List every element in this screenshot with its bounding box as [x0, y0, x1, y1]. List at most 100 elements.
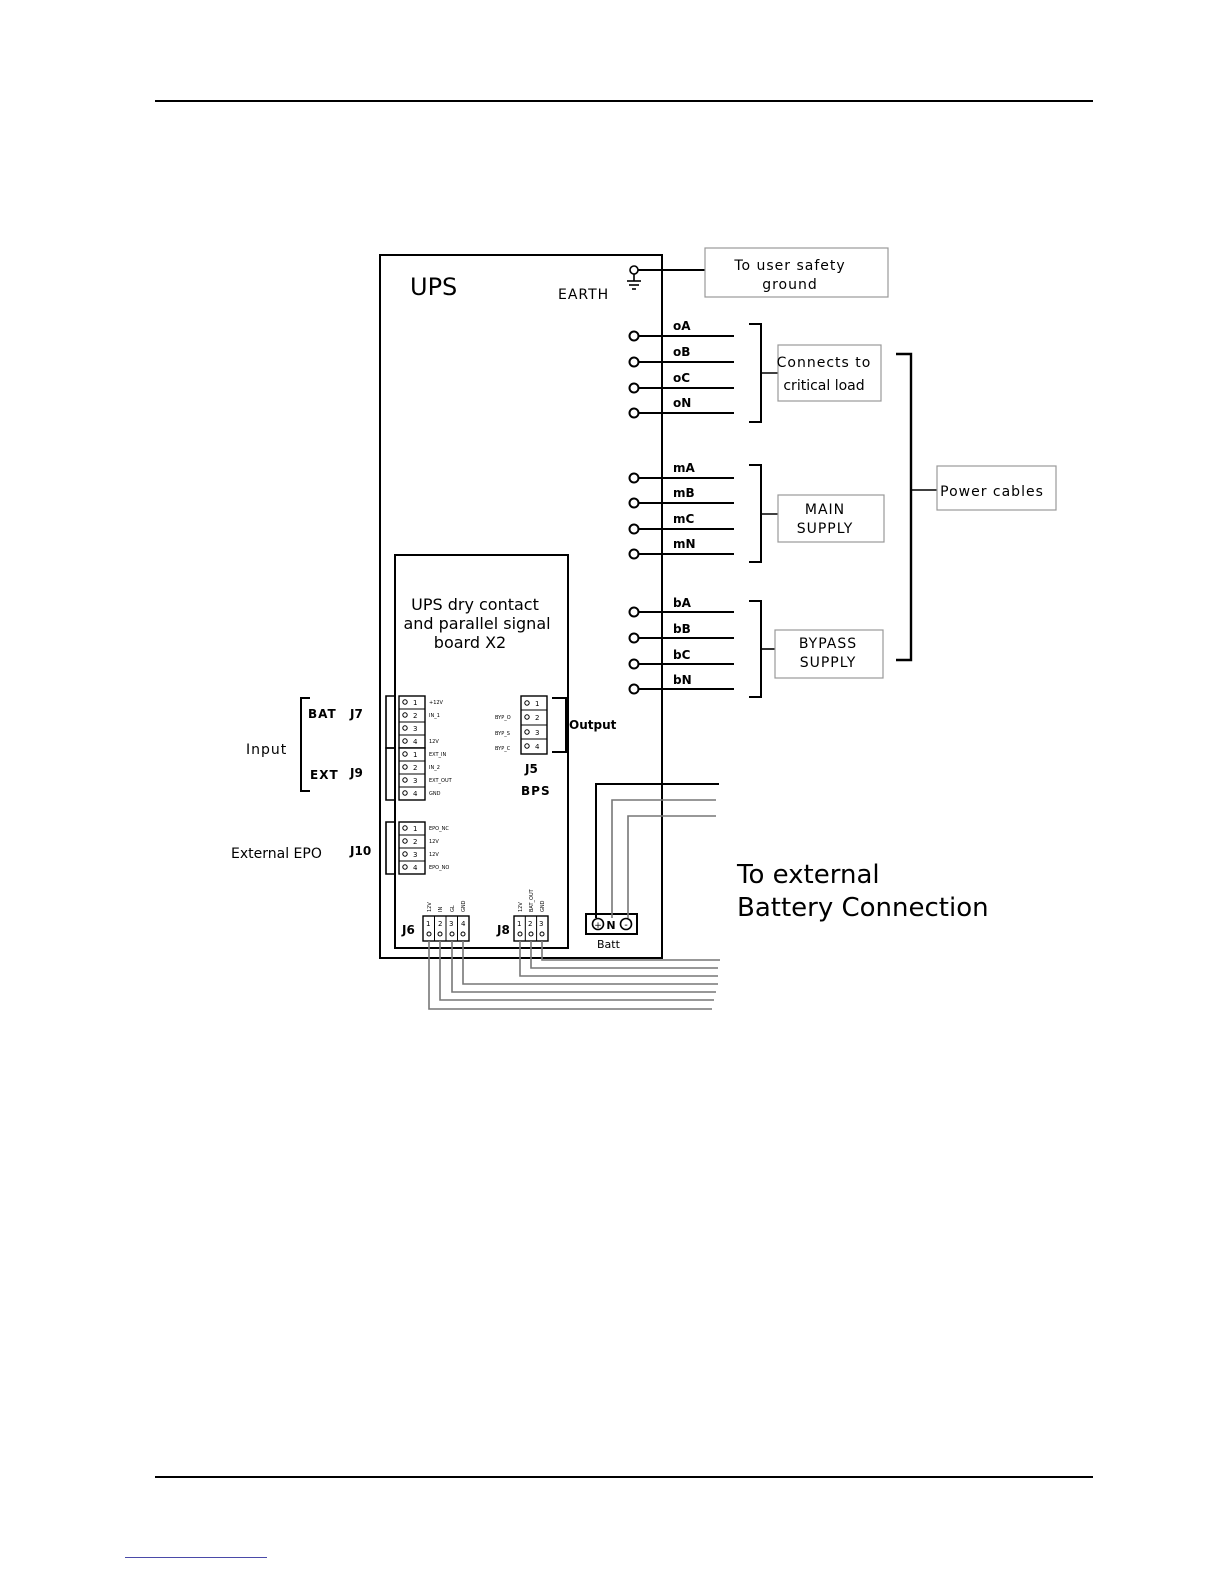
j10-pin3-label: 12V	[429, 852, 439, 858]
earth-label: EARTH	[558, 287, 609, 303]
svg-text:4: 4	[413, 790, 418, 798]
main-supply-line2: SUPPLY	[797, 521, 854, 537]
j5-bracket	[552, 697, 567, 753]
svg-text:3: 3	[539, 920, 543, 928]
power-cables-box	[936, 465, 1057, 511]
ups-cabinet	[379, 254, 663, 959]
terminal-label-bB: bB	[673, 622, 691, 636]
terminal-bC: bC	[628, 648, 734, 670]
terminal-label-mA: mA	[673, 461, 696, 475]
terminal-mB: mB	[628, 486, 734, 509]
batt-terminal-plus: +	[594, 921, 602, 931]
svg-text:2: 2	[528, 920, 532, 928]
terminal-label-mB: mB	[673, 486, 695, 500]
svg-text:1: 1	[535, 700, 539, 708]
j7-pin2-label: IN_1	[429, 713, 440, 719]
output-label: Output	[569, 718, 617, 732]
battery-terminal-block: + N -	[585, 913, 638, 935]
terminal-oA: oA	[628, 319, 734, 342]
j7-pin4-label: 12V	[429, 739, 439, 745]
board-title-line3: board X2	[434, 633, 506, 652]
svg-text:3: 3	[535, 729, 539, 737]
connector-j9: 1 2 3 4 EXT_IN IN_2 EXT_OUT GND	[398, 747, 453, 801]
main-supply-line1: MAIN	[805, 502, 845, 518]
input-label: Input	[246, 742, 287, 758]
svg-text:2: 2	[413, 712, 417, 720]
terminal-label-oC: oC	[673, 371, 690, 385]
svg-text:1: 1	[517, 920, 521, 928]
j5-pin1-label: BYP_O	[495, 715, 511, 721]
svg-text:1: 1	[413, 751, 417, 759]
signal-board	[394, 554, 569, 949]
svg-text:1: 1	[413, 699, 417, 707]
svg-text:4: 4	[461, 920, 466, 928]
j6-pin3-label: GL	[450, 905, 456, 912]
terminal-label-mC: mC	[673, 512, 695, 526]
svg-text:3: 3	[413, 851, 417, 859]
j10-connector-label: J10	[349, 844, 371, 858]
connector-j5: 1 2 3 4 BYP_O BYP_S BYP_C	[495, 695, 548, 755]
main-supply-box	[777, 494, 885, 543]
svg-text:1: 1	[426, 920, 430, 928]
j6-pin1-label: 12V	[427, 902, 433, 912]
terminal-label-bC: bC	[673, 648, 691, 662]
j10-pin4-label: EPO_NO	[429, 865, 449, 871]
svg-text:4: 4	[413, 738, 418, 746]
svg-text:2: 2	[413, 764, 417, 772]
j8-pin1-label: 12V	[518, 902, 524, 912]
terminal-mN: mN	[628, 537, 734, 560]
j10-bracket	[385, 821, 394, 875]
critical-load-box	[777, 344, 882, 402]
ups-title: UPS	[410, 273, 457, 301]
terminal-mA: mA	[628, 461, 734, 484]
connector-j6: 1 2 3 4 12V IN GL GND	[422, 900, 470, 942]
terminal-label-oB: oB	[673, 345, 690, 359]
svg-text:2: 2	[413, 838, 417, 846]
terminal-label-bA: bA	[673, 596, 692, 610]
power-cables-bracket	[896, 352, 913, 662]
footer-link-underline	[125, 1557, 267, 1558]
footer-rule	[155, 1476, 1093, 1478]
terminal-bN: bN	[628, 673, 734, 695]
j9-pin4-label: GND	[429, 791, 441, 797]
batt-label: Batt	[597, 938, 621, 951]
j6-pin2-label: IN	[438, 907, 444, 912]
svg-text:2: 2	[535, 714, 539, 722]
j7-connector-label: J7	[349, 707, 363, 721]
terminal-label-oN: oN	[673, 396, 691, 410]
terminal-oN: oN	[628, 396, 734, 419]
ground-box-line1: To user safety	[733, 258, 845, 274]
batt-terminal-minus: -	[624, 920, 628, 931]
svg-text:1: 1	[413, 825, 417, 833]
j8-pin3-label: GND	[540, 900, 546, 912]
ground-box-line2: ground	[762, 277, 818, 293]
j10-pin1-label: EPO_NC	[429, 826, 449, 832]
terminal-label-bN: bN	[673, 673, 692, 687]
j9-pin3-label: EXT_OUT	[429, 778, 453, 784]
j6-label: J6	[401, 923, 415, 937]
terminal-oC: oC	[628, 371, 734, 394]
j9-bracket	[385, 747, 394, 801]
critical-load-line1: Connects to	[777, 355, 872, 371]
connector-j10: 1 2 3 4 EPO_NC 12V 12V EPO_NO	[398, 821, 449, 875]
terminal-bA: bA	[628, 596, 734, 618]
ground-box	[704, 247, 889, 298]
svg-text:4: 4	[413, 864, 418, 872]
j7-pin1-label: +12V	[429, 700, 444, 706]
terminal-label-oA: oA	[673, 319, 691, 333]
svg-text:4: 4	[535, 743, 540, 751]
connector-j8: 1 2 3 12V BAT_OUT GND	[513, 888, 549, 942]
j5-pin3-label: BYP_C	[495, 746, 511, 752]
connector-j7: 1 2 3 4 +12V IN_1 12V	[398, 695, 444, 749]
bypass-supply-line2: SUPPLY	[800, 655, 857, 671]
critical-load-line2: critical load	[783, 378, 864, 394]
critical-load-bracket	[749, 323, 762, 423]
bypass-supply-box	[774, 629, 884, 679]
battery-cables	[595, 783, 719, 918]
terminal-mC: mC	[628, 512, 734, 535]
signal-wires	[428, 941, 720, 1010]
svg-text:3: 3	[449, 920, 453, 928]
j8-pin2-label: BAT_OUT	[529, 888, 535, 912]
j10-pin2-label: 12V	[429, 839, 439, 845]
